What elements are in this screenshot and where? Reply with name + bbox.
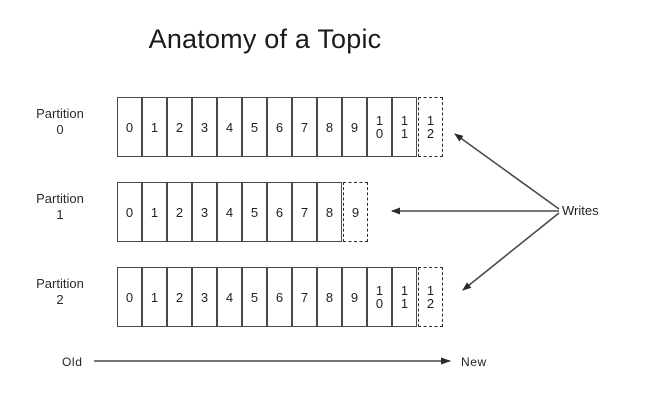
offset-value: 6 [275,119,284,135]
partition-cells: 0 1 2 3 4 5 6 7 8 9 [117,182,368,242]
offset-value: 0 [125,289,134,305]
offset-value: 4 [225,289,234,305]
offset-cell: 9 [342,97,367,157]
writes-label: Writes [562,203,599,218]
offset-cell: 8 [317,182,342,242]
offset-cell: 0 [117,97,142,157]
offset-cell: 1 [142,97,167,157]
offset-value: 8 [325,289,334,305]
offset-cell: 2 [167,97,192,157]
offset-cell: 7 [292,182,317,242]
offset-value: 6 [275,289,284,305]
offset-cell: 9 [342,267,367,327]
write-arrow-partition-2 [462,212,560,291]
partition-label-text: Partition [36,106,84,121]
offset-cell: 6 [267,267,292,327]
offset-cell: 8 [317,267,342,327]
page-title: Anatomy of a Topic [148,24,382,54]
offset-value: 2 [175,204,184,220]
offset-value: 3 [200,204,209,220]
partition-index: 0 [56,122,64,137]
offset-value: 5 [250,119,259,135]
old-label: Old [62,355,83,369]
write-arrow-partition-0 [454,133,560,210]
offset-cell: 6 [267,97,292,157]
offset-value: 9 [350,289,359,305]
offset-cell: 1 [142,182,167,242]
offset-value: 9 [350,119,359,135]
offset-value: 3 [200,119,209,135]
offset-value: 0 [125,204,134,220]
offset-cell: 6 [267,182,292,242]
offset-cell: 0 [117,182,142,242]
offset-cell: 5 [242,97,267,157]
offset-value: 2 [175,289,184,305]
offset-value: 7 [300,289,309,305]
offset-value: 4 [225,119,234,135]
offset-cell: 0 [117,267,142,327]
offset-cell: 3 [192,267,217,327]
new-label: New [461,355,487,369]
offset-value: 7 [300,204,309,220]
offset-value: 6 [275,204,284,220]
offset-cell: 2 [167,182,192,242]
offset-value: 0 [125,119,134,135]
offset-cell: 3 [192,182,217,242]
partition-label-text: Partition [36,191,84,206]
offset-cell: 5 [242,182,267,242]
offset-value: 2 [175,119,184,135]
offset-value: 5 [250,204,259,220]
offset-value: 8 [325,119,334,135]
offset-value: 4 [225,204,234,220]
offset-cell: 4 [217,97,242,157]
pending-offset-cell: 9 [343,182,368,242]
offset-cell: 1 [142,267,167,327]
partition-label-text: Partition [36,276,84,291]
offset-value: 3 [200,289,209,305]
offset-cell: 5 [242,267,267,327]
offset-value: 7 [300,119,309,135]
offset-cell: 3 [192,97,217,157]
offset-value: 1 [150,289,159,305]
offset-cell: 7 [292,267,317,327]
offset-cell: 8 [317,97,342,157]
partition-index: 1 [56,207,64,222]
offset-cell: 7 [292,97,317,157]
partition-label: Partition 2 [15,276,105,308]
offset-value: 5 [250,289,259,305]
partition-index: 2 [56,292,64,307]
offset-cell: 2 [167,267,192,327]
partition-label: Partition 0 [15,106,105,138]
offset-cell: 4 [217,267,242,327]
offset-value: 8 [325,204,334,220]
offset-cell: 4 [217,182,242,242]
offset-value: 1 [150,204,159,220]
offset-value: 1 [150,119,159,135]
partition-label: Partition 1 [15,191,105,223]
offset-value: 9 [351,204,360,220]
